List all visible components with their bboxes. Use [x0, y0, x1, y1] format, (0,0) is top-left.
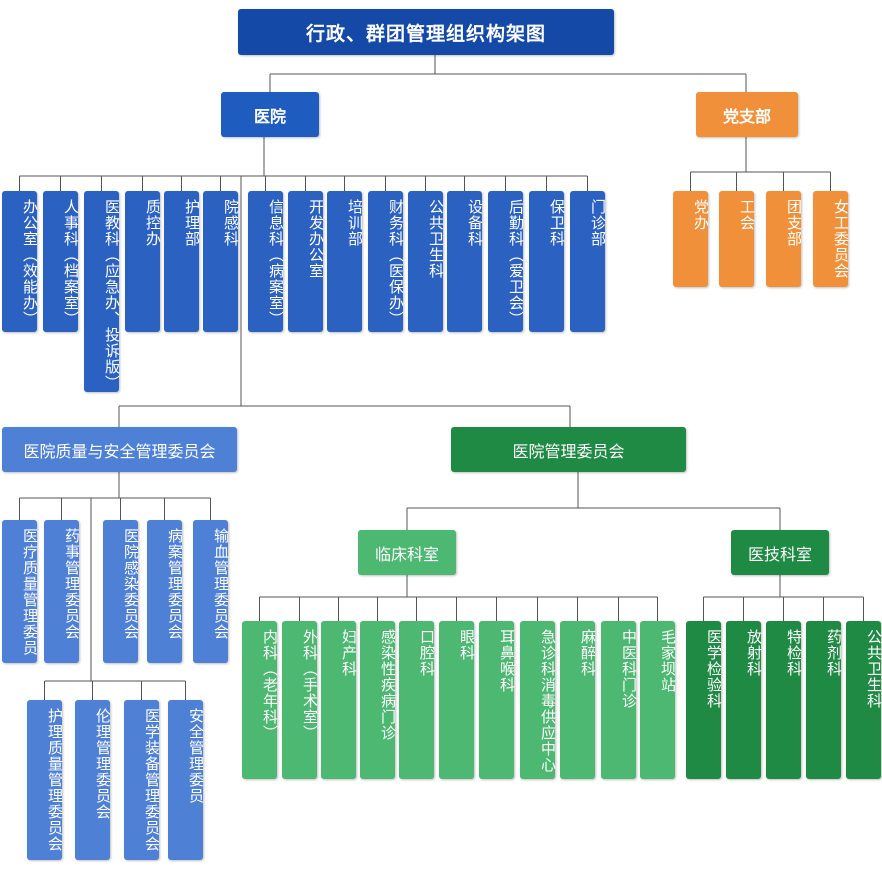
quality-committee-box: 医疗质量管理委员 — [2, 520, 39, 663]
quality-committee-box: 病案管理委员会 — [147, 520, 184, 663]
hospital-dept-box: 院感科 — [203, 191, 240, 332]
party-dept-box: 团支部 — [766, 191, 803, 287]
hospital-dept-box: 信息科（病案室） — [248, 191, 285, 332]
hospital-dept-box: 门诊部 — [570, 191, 607, 332]
hospital-dept-box: 质控办 — [125, 191, 162, 332]
party-branch-node: 党支部 — [696, 92, 798, 137]
clinical-dept-box: 感染性疾病门诊 — [360, 621, 397, 779]
clinical-dept-box: 口腔科 — [399, 621, 436, 779]
clinical-dept-box: 眼科 — [439, 621, 476, 779]
clinical-dept-box: 毛家坝站 — [640, 621, 677, 779]
medtech-dept-box: 公共卫生科 — [846, 621, 882, 779]
party-dept-box: 工会 — [719, 191, 756, 287]
medtech-dept-box: 药剂科 — [806, 621, 843, 779]
hospital-dept-box: 后勤科（爱卫会） — [488, 191, 525, 332]
clinical-dept-box: 外科（手术室） — [282, 621, 319, 779]
quality-committee-box: 伦理管理委员会 — [75, 700, 112, 860]
quality-committee-box: 药事管理委员会 — [44, 520, 81, 663]
hospital-dept-box: 财务科（医保办） — [368, 191, 405, 332]
hospital-dept-box: 护理部 — [164, 191, 201, 332]
party-dept-box: 女工委员会 — [813, 191, 850, 287]
party-dept-box: 党办 — [673, 191, 710, 287]
clinical-dept-box: 麻醉科 — [560, 621, 597, 779]
clinical-dept-box: 耳鼻喉科 — [479, 621, 516, 779]
clinical-dept-box: 中医科门诊 — [601, 621, 638, 779]
hospital-dept-box: 设备科 — [447, 191, 484, 332]
medtech-node: 医技科室 — [731, 530, 829, 575]
quality-committee-box: 医学装备管理委员会 — [124, 700, 161, 860]
clinical-node: 临床科室 — [358, 530, 456, 575]
clinical-dept-box: 内科（老年科） — [242, 621, 279, 779]
quality-committee-box: 输血管理委员会 — [193, 520, 230, 663]
hospital-dept-box: 办公室（效能办） — [2, 191, 39, 332]
medtech-dept-box: 放射科 — [726, 621, 763, 779]
quality-committee-box: 安全管理委员 — [168, 700, 205, 860]
quality-committee-box: 医院感染委员会 — [103, 520, 140, 663]
hospital-dept-box: 保卫科 — [529, 191, 566, 332]
hospital-dept-box: 医教科（应急办、投诉版） — [84, 191, 121, 392]
hospital-node: 医院 — [221, 92, 319, 137]
hospital-dept-box: 培训部 — [327, 191, 364, 332]
hospital-dept-box: 人事科（档案室） — [43, 191, 80, 332]
medtech-dept-box: 医学检验科 — [686, 621, 723, 779]
clinical-dept-box: 妇产科 — [321, 621, 358, 779]
chart-title: 行政、群团管理组织构架图 — [238, 9, 614, 55]
clinical-dept-box: 急诊科消毒供应中心 — [520, 621, 557, 779]
hospital-dept-box: 公共卫生科 — [408, 191, 445, 332]
management-committee-node: 医院管理委员会 — [451, 427, 686, 472]
quality-committee-box: 护理质量管理委员会 — [27, 700, 64, 860]
quality-committee-node: 医院质量与安全管理委员会 — [2, 427, 237, 472]
hospital-dept-box: 开发办公室 — [288, 191, 325, 332]
medtech-dept-box: 特检科 — [766, 621, 803, 779]
